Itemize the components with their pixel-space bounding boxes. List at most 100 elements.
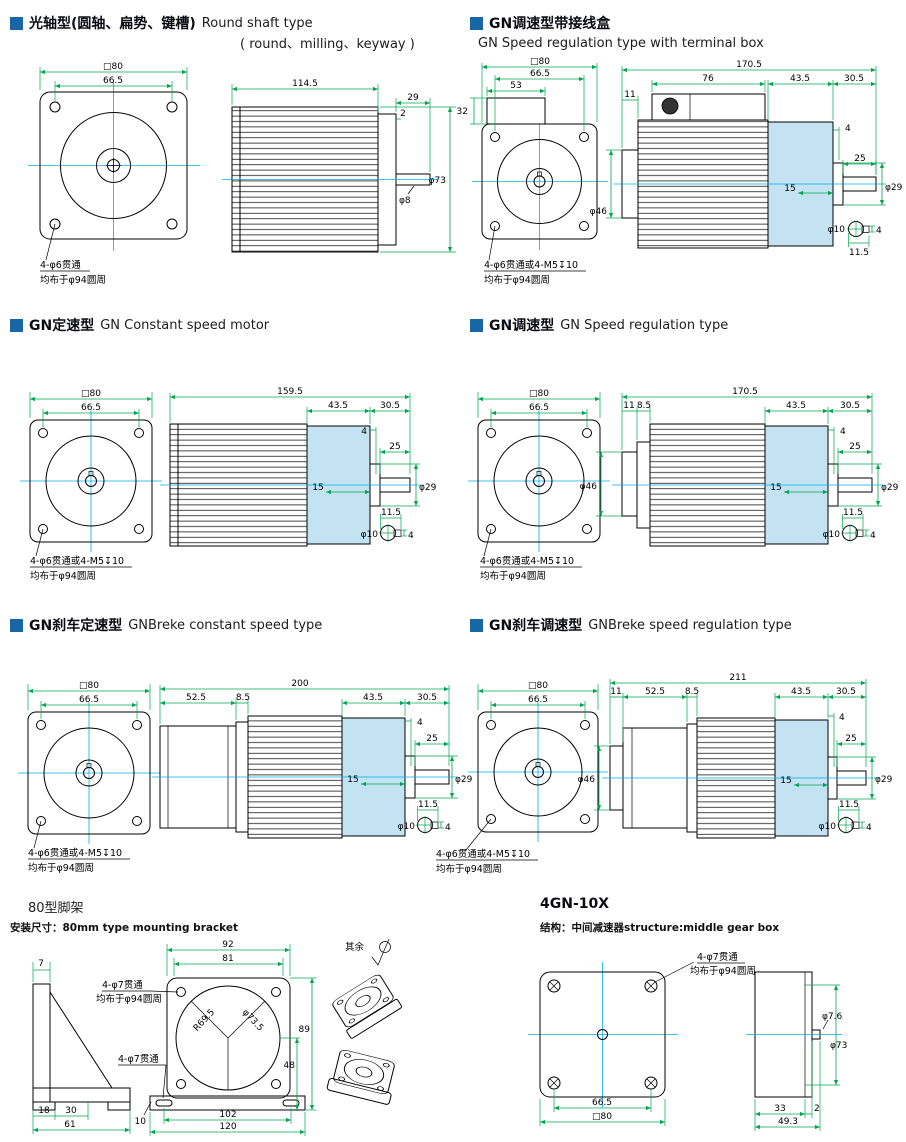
dim-label: 43.5 — [791, 687, 811, 697]
drawing-note: 4-φ7贯通 — [102, 980, 143, 991]
section-title-gn-brake-speed: GN刹车调速型 GNBreke speed regulation type — [470, 615, 792, 635]
title-zh: GN调速型 — [489, 318, 555, 334]
dim-label: 43.5 — [328, 401, 348, 411]
dim-label: 89 — [299, 1025, 311, 1035]
dim-label: 66.5 — [529, 403, 549, 413]
dim-label: 66.5 — [81, 403, 101, 413]
title-en: Round shaft type — [201, 15, 313, 31]
section-title-gn-constant: GN定速型 GN Constant speed motor — [10, 315, 269, 335]
dim-label: 76 — [702, 74, 714, 84]
dim-label: 25 — [849, 442, 860, 452]
title-en: GNBreke speed regulation type — [588, 617, 792, 633]
title-zh: GN刹车定速型 — [29, 618, 123, 634]
dim-label: 10 — [135, 1117, 147, 1127]
drawing-note: 均布于φ94圆周 — [690, 965, 756, 977]
section-title-gn-brake-constant: GN刹车定速型 GNBreke constant speed type — [10, 615, 322, 635]
dim-label: φ8 — [399, 196, 411, 206]
dim-label: 2 — [400, 109, 406, 119]
drawing-note: 4-φ6贯通或4-M5↧10 — [484, 259, 578, 271]
dim-label: 4 — [840, 427, 846, 437]
dim-label: 66.5 — [528, 695, 548, 705]
s5-side-view: 200 52.5 8.5 43.5 30.5 4 25 15 φ29 11.5 … — [152, 679, 473, 839]
dim-label: 11.5 — [839, 800, 859, 810]
dim-label: 43.5 — [363, 693, 383, 703]
cable-gland — [661, 97, 679, 115]
s5-front-view: □80 66.5 4-φ6贯通或4-M5↧10 均布于φ94圆周 — [18, 681, 160, 874]
dim-label: □80 — [103, 62, 123, 72]
blue-square-icon — [470, 618, 483, 632]
drawing-note: 4-φ6贯通或4-M5↧10 — [480, 555, 574, 567]
dim-label: 4 — [876, 226, 882, 236]
section-title-bracket: 80型脚架 — [28, 901, 84, 916]
dim-label: φ46 — [580, 482, 598, 492]
dim-label: 102 — [219, 1110, 236, 1120]
dim-label: 4 — [408, 531, 414, 541]
dim-label: 170.5 — [732, 387, 758, 397]
dim-label: 170.5 — [736, 60, 762, 70]
section-subtitle-bracket: 安装尺寸：80mm type mounting bracket — [10, 922, 239, 934]
title-en-sub: ( round、milling、keyway ) — [240, 37, 415, 52]
dim-label: 18 — [38, 1106, 50, 1116]
dim-label: 66.5 — [592, 1098, 612, 1108]
drawing-note: 4-φ7贯通 — [697, 952, 738, 963]
dim-label: 15 — [312, 483, 323, 493]
drawing-note: 均布于φ94圆周 — [40, 274, 106, 286]
section-title-gn-terminal-box: GN调速型带接线盒 — [470, 13, 610, 33]
dim-label: 4 — [445, 823, 451, 833]
dim-label: 2 — [814, 1104, 820, 1114]
drawing-note: 均布于φ94圆周 — [480, 570, 546, 582]
dim-label: 11 — [623, 401, 634, 411]
s8-front-view: 4-φ7贯通 均布于φ94圆周 66.5 □80 — [528, 952, 756, 1126]
title-zh: GN刹车调速型 — [489, 618, 583, 634]
s1-front-view: □80 66.5 4-φ6贯通 均布于φ94圆周 — [28, 62, 200, 286]
dim-label: 11.5 — [418, 800, 438, 810]
drawing-note: 均布于φ94圆周 — [484, 274, 550, 286]
dim-label: φ73.5 — [240, 1008, 265, 1034]
dim-label: 4 — [417, 718, 423, 728]
dim-label: 25 — [389, 442, 400, 452]
dim-label: 48 — [284, 1061, 296, 1071]
dim-label: 66.5 — [530, 69, 550, 79]
dim-label: 4 — [870, 531, 876, 541]
s2-side-view: 170.5 76 43.5 30.5 11 4 25 15 φ46 φ29 11… — [590, 60, 903, 258]
dim-label: φ29 — [885, 183, 903, 193]
dim-label: □80 — [79, 681, 99, 691]
dim-label: 52.5 — [186, 693, 206, 703]
dim-label: 4 — [845, 124, 851, 134]
drawing-note: 均布于φ94圆周 — [96, 993, 162, 1005]
dim-label: 11 — [610, 687, 621, 697]
dim-label: 15 — [347, 775, 358, 785]
dim-label: 159.5 — [277, 387, 303, 397]
dim-label: 30 — [65, 1106, 77, 1116]
dim-label: □80 — [81, 389, 101, 399]
drawing-note: 均布于φ94圆周 — [28, 862, 94, 874]
s7-iso-sketch-bottom — [326, 1049, 395, 1105]
dim-label: 92 — [222, 940, 233, 950]
dim-label: 49.3 — [778, 1117, 798, 1127]
drawing-note: 4-φ6贯通 — [40, 260, 81, 271]
dim-label: 8.5 — [637, 401, 651, 411]
s3-front-view: □80 66.5 4-φ6贯通或4-M5↧10 均布于φ94圆周 — [20, 389, 162, 582]
dim-label: 200 — [291, 679, 308, 689]
blue-square-icon — [470, 16, 483, 30]
dim-label: 66.5 — [79, 695, 99, 705]
blue-square-icon — [10, 618, 23, 632]
dim-label: 11 — [624, 90, 635, 100]
dim-label: 11.5 — [381, 508, 401, 518]
dim-label: φ10 — [823, 530, 841, 540]
s6-side-view: 211 11 52.5 8.5 43.5 30.5 4 25 φ46 15 φ2… — [578, 673, 893, 839]
dim-label: 15 — [784, 184, 795, 194]
dim-label: 25 — [854, 154, 865, 164]
dim-label: φ29 — [881, 483, 899, 493]
dim-label: 52.5 — [645, 687, 665, 697]
dim-label: 53 — [510, 81, 521, 91]
title-en: GN Speed regulation type — [560, 317, 729, 333]
s4-side-view: 170.5 11 8.5 43.5 30.5 4 25 15 φ46 φ29 1… — [580, 387, 899, 547]
drawing-note: 4-φ6贯通或4-M5↧10 — [30, 555, 124, 567]
blue-square-icon — [10, 16, 23, 30]
title-zh: 光轴型(圆轴、扁势、键槽) — [29, 16, 196, 32]
drawing-note: 4-φ6贯通或4-M5↧10 — [436, 848, 530, 860]
dim-label: 25 — [845, 734, 856, 744]
